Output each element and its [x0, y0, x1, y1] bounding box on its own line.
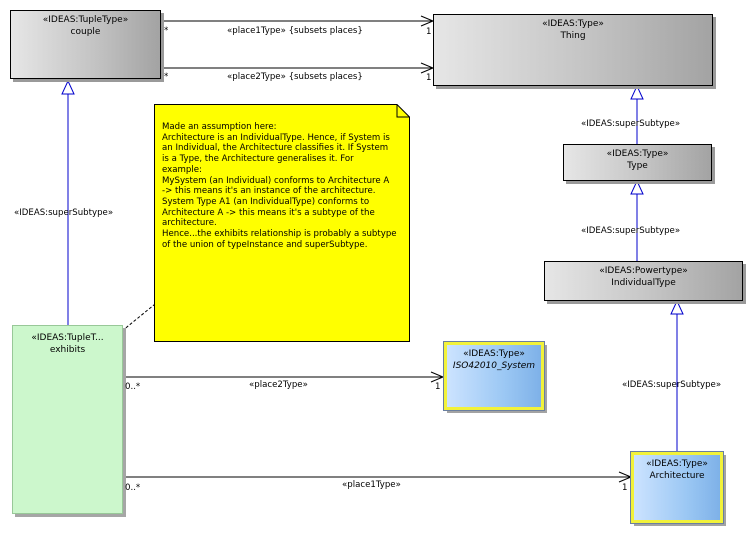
class-type-stereotype: «IDEAS:Type» [606, 149, 669, 159]
assoc-arrow-place2-exhibits-iso [430, 371, 445, 383]
label-role-place2-exhibits: «place2Type» [249, 380, 308, 390]
label-supersubtype-type-thing: «IDEAS:superSubtype» [581, 119, 681, 129]
class-type[interactable]: «IDEAS:Type» Type [563, 144, 712, 181]
class-iso42010-stereotype: «IDEAS:Type» [463, 349, 525, 359]
class-exhibits[interactable]: «IDEAS:TupleT... exhibits [12, 325, 123, 514]
label-src-mult-place2-exhibits: 0..* [125, 382, 141, 392]
class-individualtype[interactable]: «IDEAS:Powertype» IndividualType [544, 261, 743, 301]
class-exhibits-stereotype: «IDEAS:TupleT... [31, 333, 104, 343]
label-supersubtype-exhibits-couple: «IDEAS:superSubtype» [14, 208, 114, 218]
label-dst-mult-place1-architecture: 1 [622, 483, 628, 493]
class-couple-stereotype: «IDEAS:TupleType» [42, 15, 129, 25]
note-anchor-line [121, 299, 161, 332]
label-src-mult-place2-couple: * [164, 72, 169, 82]
class-architecture[interactable]: «IDEAS:Type» Architecture [630, 451, 724, 524]
gen-arrowhead-individualtype-type [630, 179, 644, 195]
assumption-note[interactable]: Made an assumption here: Architecture is… [154, 104, 410, 342]
class-exhibits-name: exhibits [49, 345, 86, 355]
note-shape [154, 104, 410, 342]
label-supersubtype-individualtype-type: «IDEAS:superSubtype» [581, 226, 681, 236]
gen-arrowhead-architecture-individualtype [670, 299, 684, 315]
class-individualtype-stereotype: «IDEAS:Powertype» [599, 266, 688, 276]
class-thing-stereotype: «IDEAS:Type» [542, 19, 604, 29]
gen-arrowhead-exhibits-couple [61, 79, 75, 95]
gen-arrowhead-type-thing [630, 84, 644, 100]
class-architecture-stereotype: «IDEAS:Type» [646, 459, 708, 469]
label-dst-mult-place2-thing: 1 [426, 73, 432, 83]
class-couple[interactable]: «IDEAS:TupleType» couple [10, 10, 161, 79]
label-dst-mult-place1-thing: 1 [426, 27, 432, 37]
label-dst-mult-place2-iso: 1 [435, 382, 441, 392]
label-role-place1-couple: «place1Type» {subsets places} [227, 26, 363, 36]
note-text: Made an assumption here: Architecture is… [162, 122, 397, 250]
class-thing[interactable]: «IDEAS:Type» Thing [433, 14, 713, 86]
class-thing-name: Thing [560, 31, 586, 41]
label-role-place2-couple: «place2Type» {subsets places} [227, 72, 363, 82]
class-type-name: Type [627, 161, 648, 171]
class-iso42010-system[interactable]: «IDEAS:Type» ISO42010_System [443, 341, 545, 411]
class-iso42010-name: ISO42010_System [452, 361, 536, 371]
label-role-place1-exhibits: «place1Type» [342, 480, 401, 490]
class-architecture-name: Architecture [649, 471, 705, 481]
class-couple-name: couple [70, 27, 101, 37]
label-supersubtype-architecture-individualtype: «IDEAS:superSubtype» [622, 380, 722, 390]
label-src-mult-place1-couple: * [164, 26, 169, 36]
class-individualtype-name: IndividualType [611, 278, 676, 288]
label-src-mult-place1-exhibits: 0..* [125, 483, 141, 493]
